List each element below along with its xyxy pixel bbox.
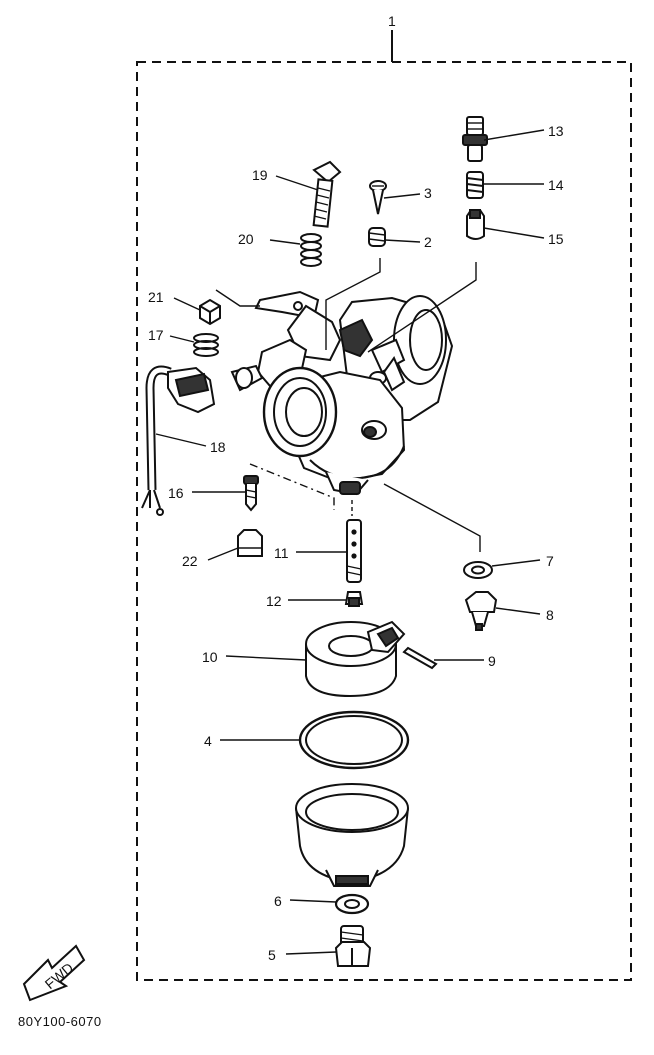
label-15: 15 [548, 231, 564, 247]
part-18-starter-plunger-cable [141, 365, 216, 516]
part-code: 80Y100-6070 [18, 1014, 102, 1029]
label-18: 18 [210, 439, 226, 455]
label-6: 6 [274, 893, 282, 909]
label-4: 4 [204, 733, 212, 749]
part-9-float-pin [402, 646, 438, 670]
label-17: 17 [148, 327, 164, 343]
label-10: 10 [202, 649, 218, 665]
label-9: 9 [488, 653, 496, 669]
part-7-washer [463, 561, 493, 579]
part-10-float [305, 620, 406, 698]
label-13: 13 [548, 123, 564, 139]
label-8: 8 [546, 607, 554, 623]
assembly-boundary [136, 61, 632, 981]
part-14-spring [466, 171, 484, 199]
fwd-arrow-icon: FWD [22, 944, 86, 1002]
part-20-spring [300, 233, 322, 267]
part-4-gasket [298, 710, 410, 770]
label-20: 20 [238, 231, 254, 247]
label-2: 2 [424, 234, 432, 250]
label-14: 14 [548, 177, 564, 193]
part-8-valve [464, 591, 498, 631]
label-22: 22 [182, 553, 198, 569]
part-labels: 13 14 15 19 3 20 2 21 17 18 16 22 11 7 1… [148, 123, 564, 963]
label-11: 11 [274, 545, 289, 561]
part-19-throttle-screw [312, 160, 342, 228]
part-12-main-jet [344, 591, 364, 607]
assembly-leaders [215, 258, 481, 552]
label-3: 3 [424, 185, 432, 201]
label-16: 16 [168, 485, 184, 501]
part-22-cap [237, 529, 263, 557]
part-13-valve-seat [462, 116, 488, 162]
part-2-spring [368, 227, 386, 247]
part-3-screw [369, 180, 387, 215]
part-15-needle [466, 209, 485, 240]
part-5-drain-bolt [334, 925, 372, 967]
carburetor-body [230, 290, 454, 496]
assembly-label: 1 [388, 13, 396, 29]
part-21-cap [199, 298, 221, 326]
part-16-pilot-screw [243, 475, 259, 512]
part-6-washer [334, 893, 370, 915]
label-7: 7 [546, 553, 554, 569]
label-12: 12 [266, 593, 282, 609]
float-bowl [295, 783, 409, 887]
callout-leaders [155, 129, 545, 955]
label-21: 21 [148, 289, 164, 305]
label-19: 19 [252, 167, 268, 183]
part-17-spring [193, 333, 219, 357]
part-11-needle-jet [346, 519, 362, 583]
label-5: 5 [268, 947, 276, 963]
